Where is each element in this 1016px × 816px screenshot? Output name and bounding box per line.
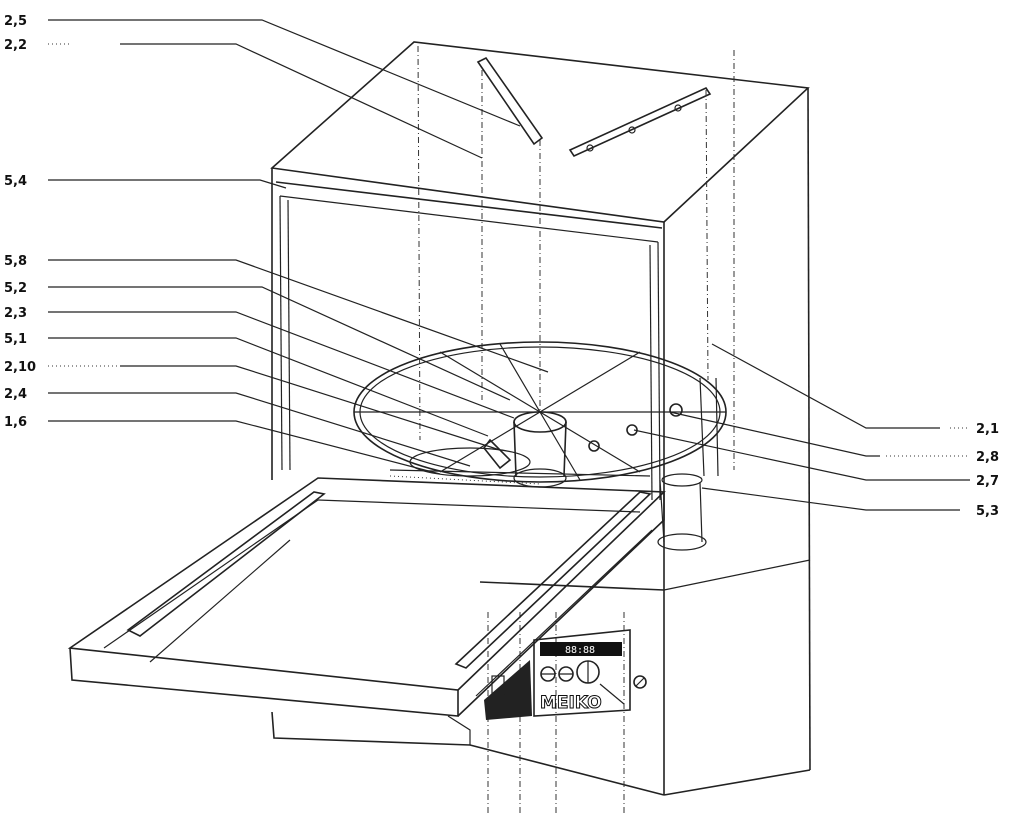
housing bbox=[270, 41, 811, 796]
label-2-5: 2,5 bbox=[4, 14, 27, 29]
leader-5-4 bbox=[48, 179, 287, 189]
label-5-1: 5,1 bbox=[4, 332, 27, 347]
label-2-10: 2,10 bbox=[4, 360, 36, 375]
tray-front bbox=[69, 647, 459, 717]
tray-rail-right-lower bbox=[475, 529, 653, 697]
wash-arm-base bbox=[409, 447, 531, 477]
control-panel: 88:88 MEIKO bbox=[484, 629, 647, 720]
leader-5-8 bbox=[48, 259, 549, 373]
display-text: 88:88 bbox=[565, 645, 595, 656]
leader-lines-right bbox=[633, 343, 970, 511]
door-frame-top bbox=[275, 181, 663, 229]
leader-2-4 bbox=[48, 392, 471, 467]
tray-rail-left bbox=[126, 491, 326, 637]
leader-lines-left bbox=[48, 19, 549, 475]
panel-frame bbox=[533, 629, 631, 717]
pipe-left bbox=[699, 377, 705, 477]
tray-inner-back bbox=[317, 499, 641, 513]
label-2-4: 2,4 bbox=[4, 387, 27, 402]
screw-icon bbox=[633, 675, 647, 689]
leader-2-10 bbox=[120, 365, 501, 451]
upper-spray-arm bbox=[476, 56, 712, 158]
tray-inner-left bbox=[103, 499, 319, 649]
leader-2-1 bbox=[711, 343, 940, 429]
dosing-switch bbox=[491, 675, 505, 695]
door-frame-inner-top bbox=[279, 195, 659, 243]
cabinet-bottom-left bbox=[271, 711, 471, 746]
door-frame-left bbox=[279, 195, 283, 471]
button-marks bbox=[541, 661, 589, 683]
leader-2-7 bbox=[633, 429, 970, 481]
rack-hub-bottom bbox=[513, 468, 567, 488]
leader-5-2 bbox=[48, 286, 511, 401]
label-5-3: 5,3 bbox=[976, 504, 999, 519]
fitting bbox=[588, 440, 600, 452]
pipe-lower-right bbox=[699, 481, 703, 543]
label-1-6: 1,6 bbox=[4, 415, 27, 430]
tray-rail-left-lower bbox=[149, 539, 291, 663]
sump-edge bbox=[389, 469, 651, 477]
leader-5-3 bbox=[701, 487, 960, 511]
pipe-right bbox=[715, 377, 719, 477]
tray-rail-right bbox=[454, 491, 652, 669]
cabinet-top-edge bbox=[479, 581, 665, 591]
door-frame-left-inner bbox=[287, 199, 291, 471]
spray-arm-right bbox=[568, 86, 712, 158]
rack-hub bbox=[513, 411, 567, 433]
label-2-3: 2,3 bbox=[4, 306, 27, 321]
fitting bbox=[626, 424, 638, 436]
right-axis bbox=[705, 89, 709, 381]
rotating-rack bbox=[353, 341, 727, 488]
ring-fittings bbox=[588, 403, 683, 452]
door-frame-right bbox=[657, 241, 661, 501]
panel-display bbox=[540, 642, 622, 656]
labels-right: 2,1 2,8 2,7 5,3 bbox=[976, 422, 999, 519]
housing-right-back-edge bbox=[807, 87, 811, 771]
axis-lines bbox=[417, 45, 735, 816]
left-axis bbox=[417, 45, 421, 441]
label-2-7: 2,7 bbox=[976, 474, 999, 489]
label-5-8: 5,8 bbox=[4, 254, 27, 269]
label-2-2: 2,2 bbox=[4, 38, 27, 53]
door-tray bbox=[67, 477, 666, 745]
leader-2-8 bbox=[669, 411, 880, 457]
wash-arm-part bbox=[482, 438, 512, 470]
tray-side bbox=[457, 492, 665, 717]
rack-hub-sides bbox=[513, 421, 567, 477]
nozzle bbox=[586, 144, 594, 152]
nozzle bbox=[628, 126, 636, 134]
tray-hinge bbox=[447, 715, 471, 745]
pipe-top bbox=[661, 473, 703, 487]
leader-2-5 bbox=[48, 19, 521, 127]
fitting bbox=[669, 403, 683, 417]
meiko-logo: MEIKO bbox=[540, 693, 602, 713]
panel-leader bbox=[599, 683, 625, 705]
leader-2-2 bbox=[120, 43, 483, 159]
cabinet-bottom-front bbox=[469, 744, 665, 796]
pipe-lower-left bbox=[659, 479, 665, 543]
screw-slot bbox=[635, 677, 645, 687]
leader-2-3 bbox=[48, 311, 515, 419]
nozzle bbox=[674, 104, 682, 112]
leader-5-1 bbox=[48, 337, 489, 437]
labels-left: 2,5 2,2 5,4 5,8 5,2 2,3 5,1 2,10 2,4 1,6 bbox=[4, 14, 36, 430]
pipe-base bbox=[657, 533, 707, 551]
label-5-2: 5,2 bbox=[4, 281, 27, 296]
door-frame-right-inner bbox=[649, 244, 653, 501]
dosing-opening bbox=[484, 660, 532, 720]
spray-arm-left bbox=[476, 56, 544, 146]
leader-1-6 bbox=[48, 420, 441, 475]
label-5-4: 5,4 bbox=[4, 174, 27, 189]
label-2-1: 2,1 bbox=[976, 422, 999, 437]
label-2-8: 2,8 bbox=[976, 450, 999, 465]
housing-bottom-right bbox=[663, 769, 811, 796]
housing-base-line bbox=[663, 559, 811, 591]
riser-pipe bbox=[657, 377, 719, 551]
